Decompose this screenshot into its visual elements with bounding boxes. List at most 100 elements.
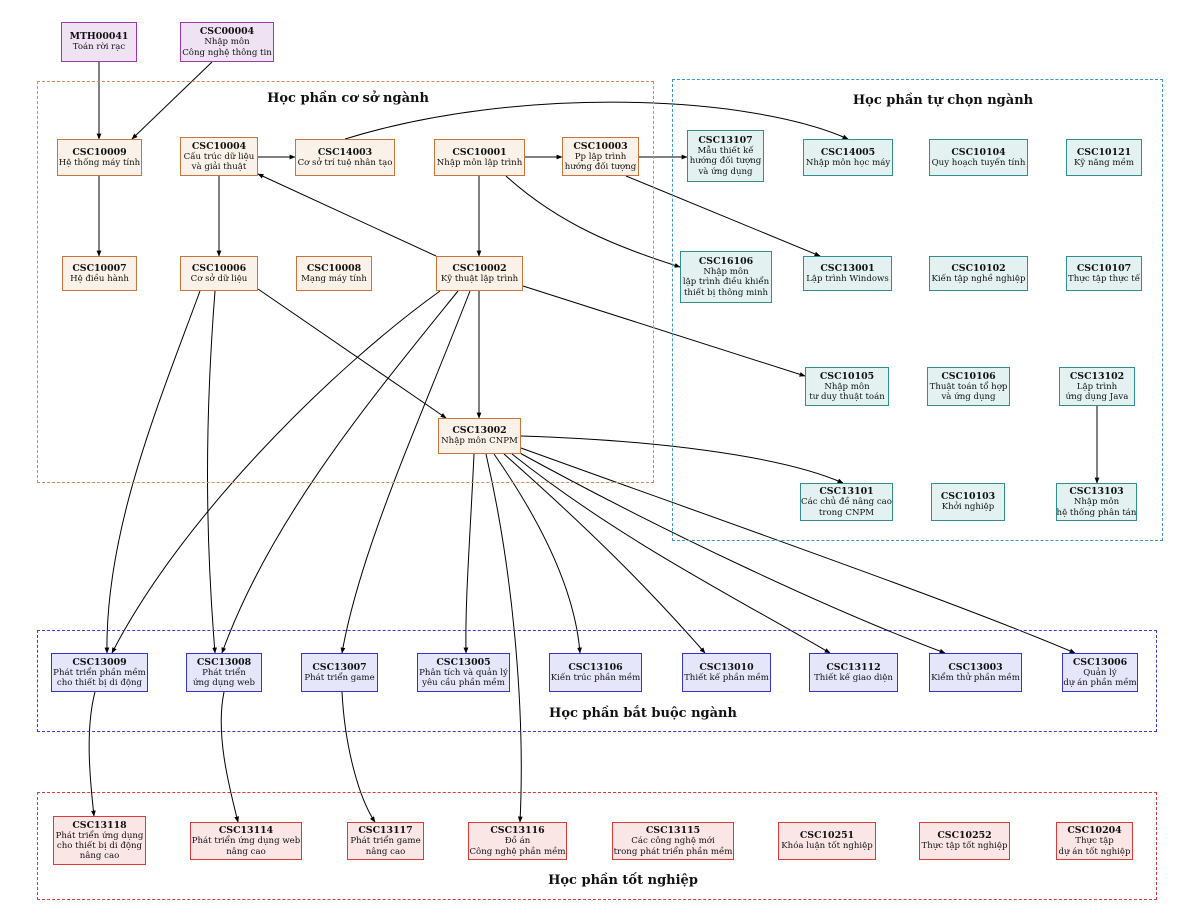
course-code: CSC13009: [72, 656, 127, 668]
course-name-line: thiết bị thông minh: [683, 287, 769, 298]
group-bat-buoc: [37, 630, 1157, 732]
edge-csc13009-to-csc13118: [88, 691, 96, 817]
edge-csc13002-to-csc13116: [485, 453, 523, 823]
course-name-line: Toán rời rạc: [72, 42, 126, 53]
course-name-line: hệ thống phân tán: [1056, 507, 1137, 518]
course-code: CSC13008: [196, 656, 252, 668]
edge-csc13002-to-csc13006: [520, 447, 1076, 654]
course-code: CSC00004: [199, 26, 255, 38]
course-name-line: và ứng dụng: [698, 166, 753, 177]
course-code: CSC10002: [452, 262, 507, 274]
group-title-tu-chon: Học phần tự chọn ngành: [852, 93, 1034, 108]
course-name-line: Cấu trúc dữ liệu: [183, 151, 255, 162]
course-name-line: Kỹ năng mềm: [1073, 157, 1135, 168]
edge-csc13002-to-csc13106: [493, 453, 582, 654]
course-code: CSC10104: [951, 146, 1006, 158]
edge-csc10002-to-csc13009: [111, 290, 441, 654]
course-name-line: Phát triển ứng dụng web: [191, 836, 301, 847]
course-code: CSC13114: [218, 825, 274, 837]
course-name-line: lập trình điều khiển: [682, 277, 770, 288]
course-code: MTH00041: [69, 31, 129, 43]
course-name-line: nâng cao: [365, 846, 406, 857]
course-name-line: Thiết kế phần mềm: [684, 672, 769, 683]
course-name-line: dự án tốt nghiệp: [1058, 846, 1131, 857]
course-name-line: và giải thuật: [191, 162, 247, 173]
course-name-line: cho thiết bị di động: [56, 840, 143, 851]
course-name-line: và ứng dụng: [941, 392, 996, 403]
group-title-co-so: Học phần cơ sở ngành: [267, 91, 429, 106]
course-name-line: Thực tập thực tế: [1068, 273, 1140, 284]
course-name-line: Thuật toán tổ hợp: [929, 381, 1008, 392]
course-name-line: Kiến trúc phần mềm: [550, 672, 641, 683]
course-name-line: Lập trình Windows: [806, 273, 889, 284]
course-name-line: yêu cầu phần mềm: [422, 678, 505, 689]
course-name-line: Nhập môn: [204, 37, 250, 48]
course-name-line: Phát triển: [202, 667, 246, 678]
edge-csc13002-to-csc13101: [520, 435, 844, 484]
course-code: CSC13103: [1069, 486, 1124, 498]
course-name-line: dự án phần mềm: [1063, 678, 1137, 689]
course-code: CSC13002: [452, 425, 507, 437]
course-name-line: ứng dụng Java: [1065, 392, 1129, 403]
course-code: CSC10003: [573, 140, 628, 152]
edge-csc10002-to-csc10004: [257, 173, 437, 257]
edge-csc14003-to-csc14005: [344, 101, 849, 140]
course-code: CSC13106: [568, 661, 623, 673]
group-title-tot-nghiep: Học phần tốt nghiệp: [548, 873, 698, 888]
course-name-line: trong phát triển phần mềm: [613, 846, 733, 857]
course-code: CSC13107: [698, 135, 753, 147]
course-name-line: Quy hoạch tuyến tính: [931, 157, 1026, 168]
course-code: CSC10009: [72, 146, 127, 158]
course-name-line: Kỹ thuật lập trình: [440, 273, 519, 284]
course-name-line: Nhập môn lập trình: [436, 157, 523, 168]
course-name-line: Kiểm thử phần mềm: [931, 672, 1020, 683]
course-name-line: Đồ án: [504, 836, 531, 847]
edge-csc13002-to-csc13003: [517, 451, 946, 654]
group-title-bat-buoc: Học phần bắt buộc ngành: [549, 706, 737, 721]
